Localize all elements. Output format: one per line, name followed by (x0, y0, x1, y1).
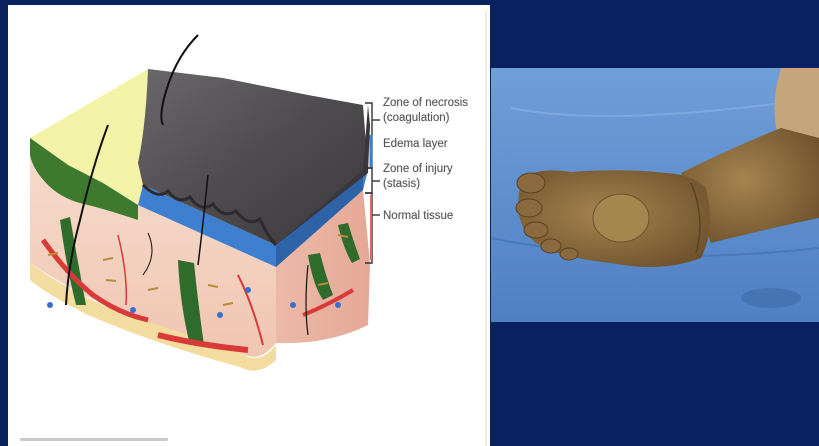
burned-foot-photo (491, 68, 819, 322)
cell-dot (335, 302, 341, 308)
label-edema-layer: Edema layer (383, 138, 448, 151)
cell-dot (47, 302, 53, 308)
burn-blister (593, 194, 649, 242)
cell-dot (217, 312, 223, 318)
label-normal-tissue: Normal tissue (383, 210, 453, 223)
cell-dot (130, 307, 136, 313)
cell-dot (245, 287, 251, 293)
horizontal-scrollbar[interactable] (20, 438, 168, 441)
drape-shadow (741, 288, 801, 308)
label-coagulation: (coagulation) (383, 112, 449, 125)
cell-dot (290, 302, 296, 308)
burned-foot-illustration (491, 68, 819, 322)
label-stasis: (stasis) (383, 178, 420, 191)
burn-zones-diagram-panel: Zone of necrosis (coagulation) Edema lay… (8, 5, 490, 446)
label-zone-of-necrosis: Zone of necrosis (383, 97, 468, 110)
label-zone-of-injury: Zone of injury (383, 163, 453, 176)
burn-skin-cross-section-illustration (8, 5, 490, 446)
